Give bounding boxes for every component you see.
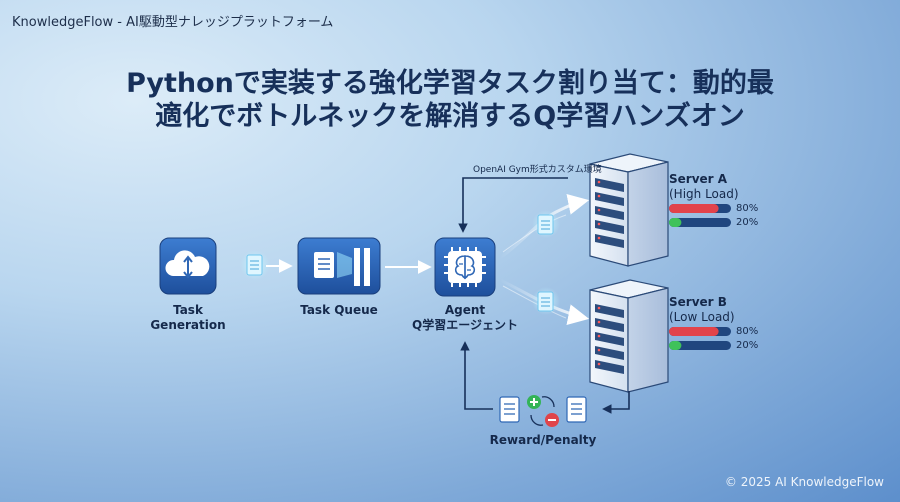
plus-icon <box>527 395 541 409</box>
server-b-bar1-percent: 80% <box>736 326 759 337</box>
server-b-bar2-fill <box>669 341 682 350</box>
brand-header: KnowledgeFlow - AI駆動型ナレッジプラットフォーム <box>12 15 334 30</box>
task-generation-label-line-2: Generation <box>150 318 226 332</box>
reward-penalty-node <box>499 395 587 427</box>
dispatch-stream-b <box>499 278 590 325</box>
task-document-icon <box>240 250 270 280</box>
task-generation-label: Task Generation <box>138 303 238 333</box>
task-generation-label-line-1: Task <box>173 303 203 317</box>
server-b-bar1-fill <box>669 327 719 336</box>
document-icon <box>314 252 334 278</box>
server-a-load: (High Load) <box>669 187 739 201</box>
server-a-rack-icon <box>589 153 669 267</box>
server-b-load: (Low Load) <box>669 310 735 324</box>
server-a-name: Server A <box>669 172 728 186</box>
server-b-name: Server B <box>669 295 727 309</box>
server-a-load-bars <box>669 204 731 227</box>
task-queue-label: Task Queue <box>300 303 378 317</box>
copyright-footer: © 2025 AI KnowledgeFlow <box>724 475 884 489</box>
task-generation-node <box>159 237 217 295</box>
reward-to-agent-arrow <box>460 341 493 410</box>
server-b-bar2-percent: 20% <box>736 340 759 351</box>
server-a-bar2-track <box>669 218 731 227</box>
server-b-label: Server B (Low Load) <box>669 295 735 325</box>
minus-icon <box>545 413 559 427</box>
environment-feedback-arrow <box>458 177 568 233</box>
server-b-rack-icon <box>589 279 669 393</box>
server-a-label: Server A (High Load) <box>669 172 739 202</box>
page-title-line-1: Pythonで実装する強化学習タスク割り当て：動的最 <box>126 68 774 99</box>
agent-label-line-2: Q学習エージェント <box>412 318 518 332</box>
agent-label: Agent Q学習エージェント <box>395 303 535 333</box>
cloud-upload-icon <box>165 250 210 279</box>
brain-chip-icon <box>444 247 486 287</box>
server-a-bar2-fill <box>669 218 682 227</box>
refresh-icon <box>530 396 555 426</box>
environment-label: OpenAI Gym形式カスタム環境 <box>473 165 602 175</box>
server-a-bar1-fill <box>669 204 719 213</box>
task-queue-node <box>297 237 381 295</box>
agent-label-line-1: Agent <box>444 303 486 317</box>
document-icon <box>566 396 587 423</box>
server-a-bar1-percent: 80% <box>736 203 759 214</box>
document-icon <box>499 396 520 423</box>
page-title-line-2: 適化でボトルネックを解消するQ学習ハンズオン <box>155 101 745 132</box>
dispatch-stream-a <box>499 194 590 260</box>
server-b-bar2-track <box>669 341 731 350</box>
agent-node <box>434 237 496 297</box>
server-a-bar2-percent: 20% <box>736 217 759 228</box>
server-b-load-bars <box>669 327 731 350</box>
server-to-reward-arrow <box>602 391 630 414</box>
reward-penalty-label: Reward/Penalty <box>489 433 597 447</box>
